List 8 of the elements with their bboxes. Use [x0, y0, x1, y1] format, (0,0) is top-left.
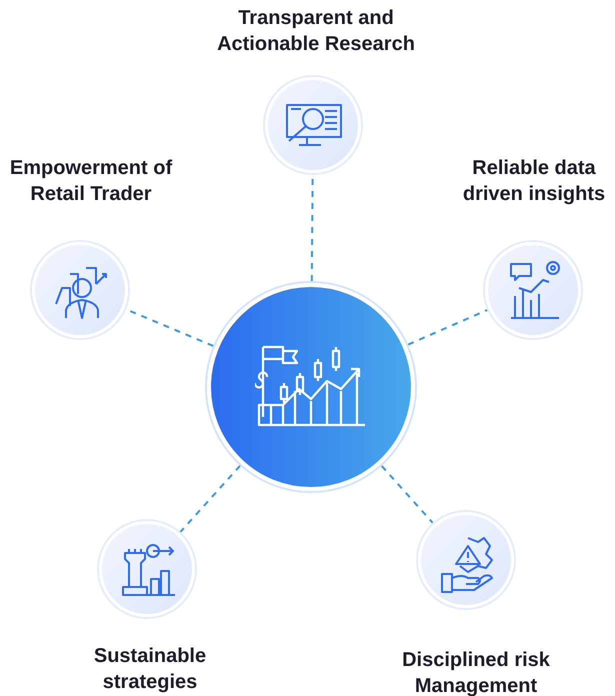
- dashed-connector: [381, 465, 434, 524]
- node-title: Reliable data driven insights: [462, 156, 606, 207]
- dashed-connector: [408, 309, 488, 346]
- node-title: Empowerment of Retail Trader: [8, 156, 174, 207]
- node-title: Disciplined risk Management: [401, 648, 551, 696]
- node-title: Sustainable strategies: [92, 644, 208, 695]
- dashed-connector: [180, 465, 241, 533]
- node-title: Transparent and Actionable Research: [216, 6, 416, 57]
